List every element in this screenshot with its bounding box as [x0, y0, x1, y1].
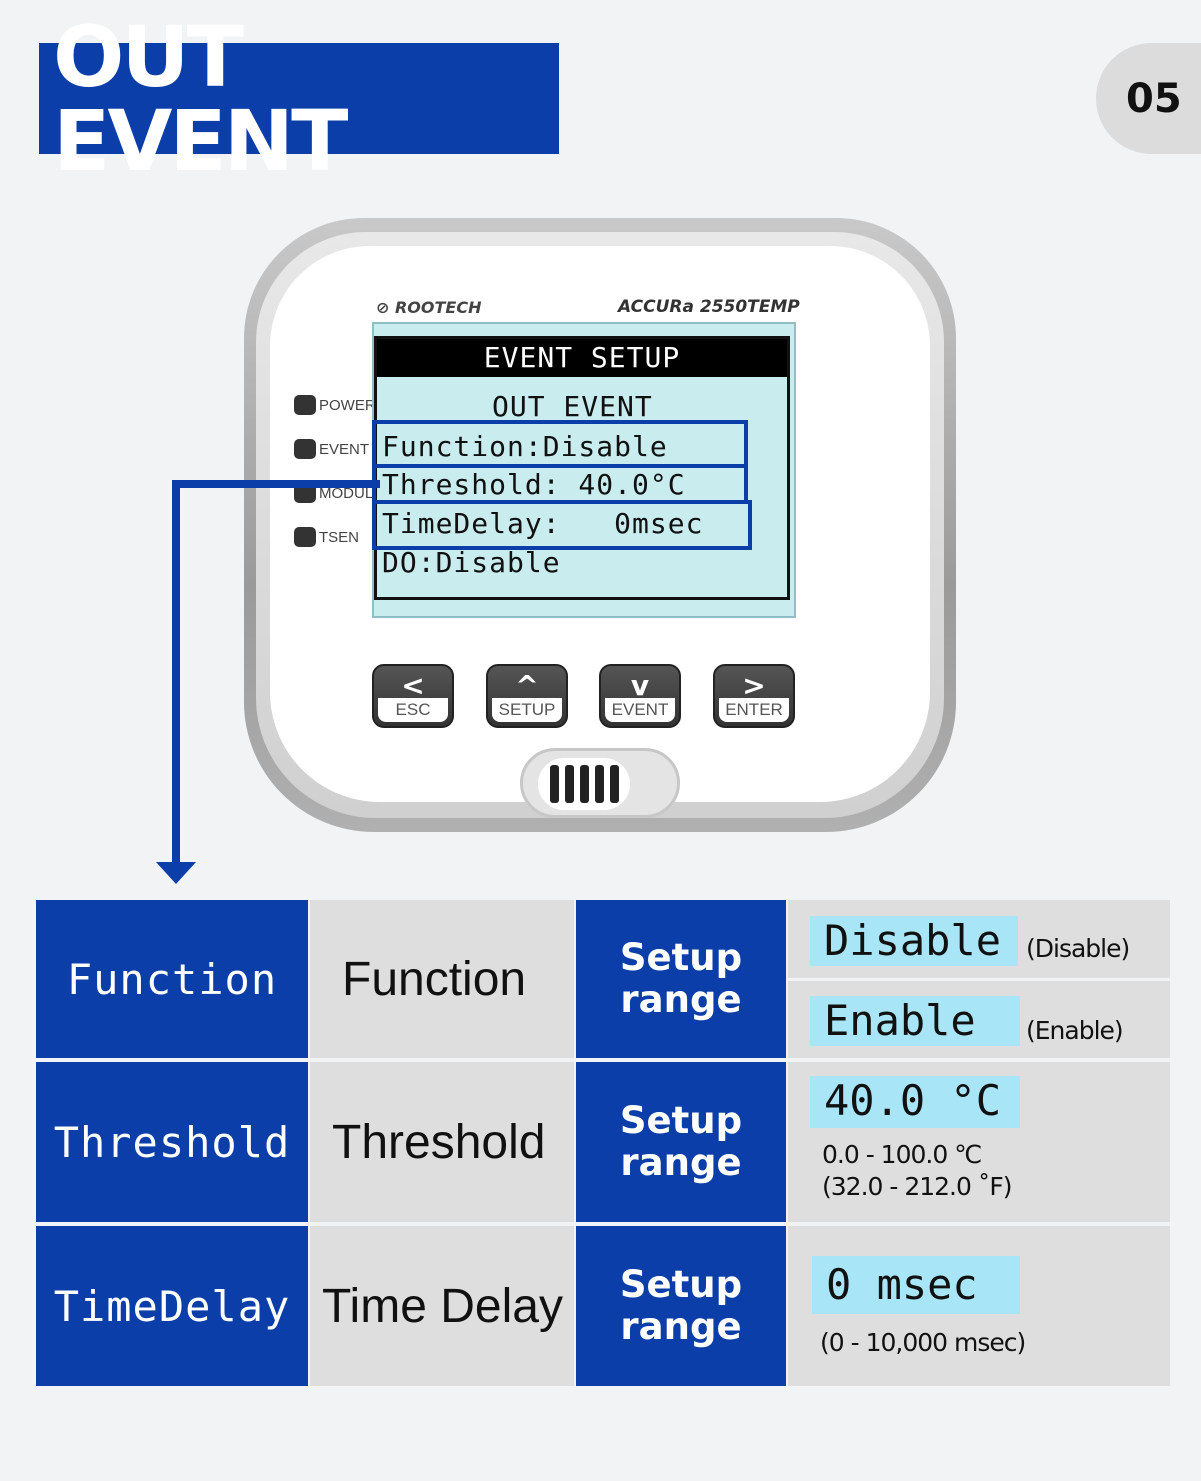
vent-grille-icon: [538, 758, 630, 810]
connector-line-vertical: [172, 480, 180, 864]
row-function-setup: Setup range: [576, 900, 786, 1058]
lcd-line-do: DO:Disable: [382, 546, 561, 579]
page-number-tab: 05: [1096, 43, 1201, 154]
option-enable-value: Enable: [810, 996, 1020, 1046]
lcd-line-timedelay: TimeDelay: 0msec: [382, 507, 704, 540]
setup-button[interactable]: ^ SETUP: [486, 664, 568, 728]
row-timedelay-name: Time Delay: [310, 1226, 574, 1386]
lcd-line-function: Function:Disable: [382, 430, 668, 463]
page-title-box: OUT EVENT: [39, 15, 559, 183]
led-dot-icon: [294, 439, 316, 459]
led-dot-icon: [294, 395, 316, 415]
timedelay-range: (0 - 10,000 msec): [820, 1328, 1026, 1357]
highlight-function: [372, 420, 748, 468]
threshold-range-fahrenheit: (32.0 - 212.0 ˚F): [822, 1172, 1012, 1201]
enter-button[interactable]: > ENTER: [713, 664, 795, 728]
row-timedelay-lcd-label: TimeDelay: [36, 1226, 308, 1386]
page-title: OUT EVENT: [53, 7, 348, 190]
chevron-left-icon: <: [401, 669, 425, 702]
brand-logo: ⊘ ROOTECH: [376, 298, 482, 317]
connector-line: [172, 480, 380, 488]
lcd-header: EVENT SETUP: [377, 339, 787, 377]
row-threshold-lcd-label: Threshold: [36, 1062, 308, 1222]
row-timedelay-setup: Setup range: [576, 1226, 786, 1386]
led-power: POWER: [294, 395, 376, 415]
page-number: 05: [1126, 75, 1182, 122]
led-dot-icon: [294, 483, 316, 503]
lcd-line-threshold: Threshold: 40.0°C: [382, 468, 686, 501]
option-disable-value: Disable: [810, 916, 1018, 966]
highlight-timedelay: [372, 500, 752, 550]
option-enable-note: (Enable): [1026, 1016, 1124, 1045]
highlight-threshold: [372, 464, 748, 504]
lcd-subtitle: OUT EVENT: [492, 390, 653, 423]
chevron-up-icon: ^: [515, 669, 539, 702]
row-threshold-name: Threshold: [310, 1062, 574, 1222]
threshold-value: 40.0 °C: [810, 1076, 1020, 1128]
led-dot-icon: [294, 527, 316, 547]
esc-button[interactable]: < ESC: [372, 664, 454, 728]
model-name: ACCURa 2550TEMP: [618, 297, 800, 317]
led-event: EVENT: [294, 439, 369, 459]
timedelay-value: 0 msec: [812, 1256, 1020, 1314]
row-function-lcd-label: Function: [36, 900, 308, 1058]
option-disable-note: (Disable): [1026, 934, 1130, 963]
arrow-down-icon: [156, 862, 196, 884]
led-tsen: TSEN: [294, 527, 359, 547]
event-button[interactable]: v EVENT: [599, 664, 681, 728]
threshold-range-celsius: 0.0 - 100.0 ℃: [822, 1140, 982, 1169]
row-threshold-setup: Setup range: [576, 1062, 786, 1222]
chevron-right-icon: >: [742, 669, 766, 702]
row-function-name: Function: [310, 900, 574, 1058]
chevron-down-icon: v: [630, 669, 650, 702]
led-module: MODULE: [294, 483, 383, 503]
